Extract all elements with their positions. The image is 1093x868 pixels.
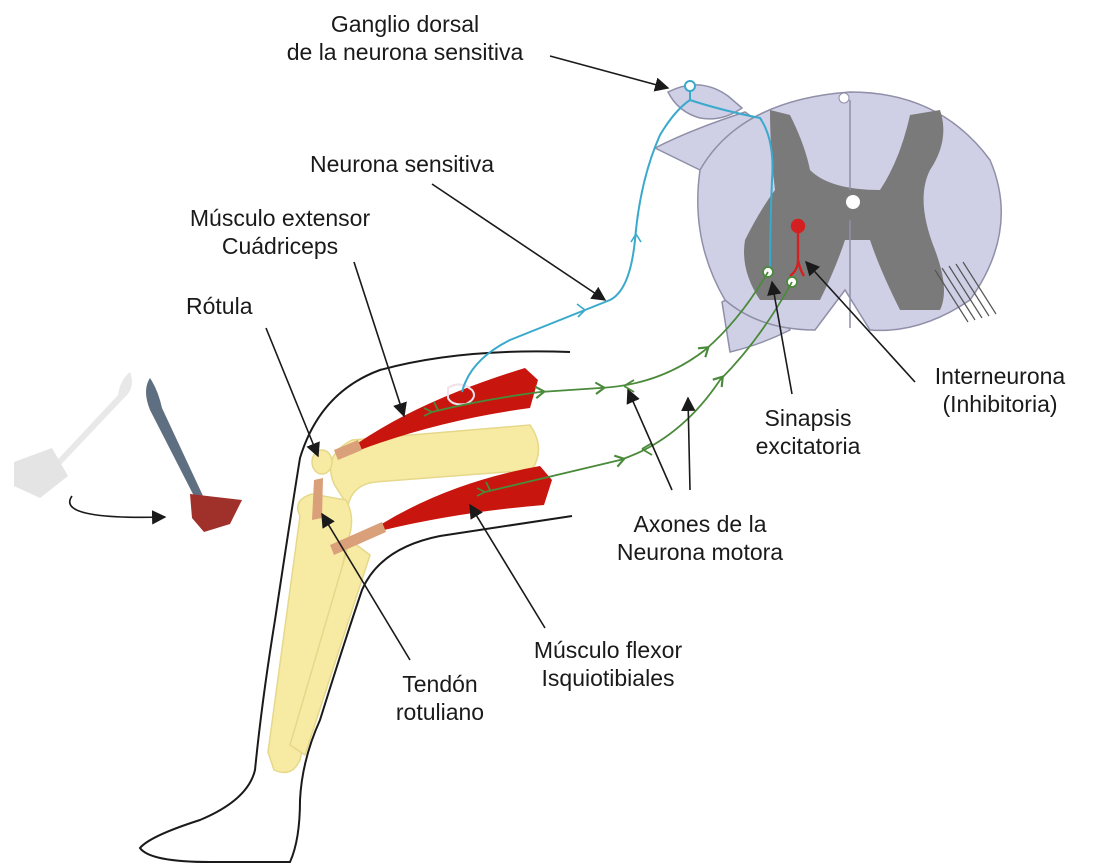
label-neurona-sensitiva: Neurona sensitiva — [310, 150, 494, 178]
patellar-tendon — [312, 478, 323, 520]
leader-rotula — [266, 328, 318, 456]
leader-ganglio — [550, 56, 668, 88]
label-musculo-extensor: Músculo extensor Cuádriceps — [170, 204, 390, 260]
label-ganglio: Ganglio dorsal de la neurona sensitiva — [270, 10, 540, 66]
dorsal-root-ganglion — [668, 85, 742, 119]
reflex-hammer — [14, 372, 242, 532]
label-rotula: Rótula — [186, 292, 252, 320]
label-interneurona: Interneurona (Inhibitoria) — [915, 362, 1085, 418]
leader-axones-1 — [628, 390, 672, 490]
leader-axones-2 — [688, 398, 690, 490]
swing-arrow — [70, 496, 165, 517]
hammer-ghost — [14, 372, 132, 498]
patella — [312, 450, 332, 474]
leader-flexor — [470, 505, 545, 628]
leader-extensor — [354, 262, 404, 416]
spinal-cord — [655, 85, 1001, 352]
leg — [140, 351, 572, 862]
central-canal — [846, 195, 860, 209]
label-sinapsis: Sinapsis excitatoria — [738, 404, 878, 460]
hammer-active — [146, 378, 242, 532]
label-axones: Axones de la Neurona motora — [595, 510, 805, 566]
label-tendon: Tendón rotuliano — [375, 670, 505, 726]
dorsal-notch — [839, 93, 849, 103]
label-musculo-flexor: Músculo flexor Isquiotibiales — [508, 636, 708, 692]
leader-neurona-sensitiva — [432, 184, 605, 300]
